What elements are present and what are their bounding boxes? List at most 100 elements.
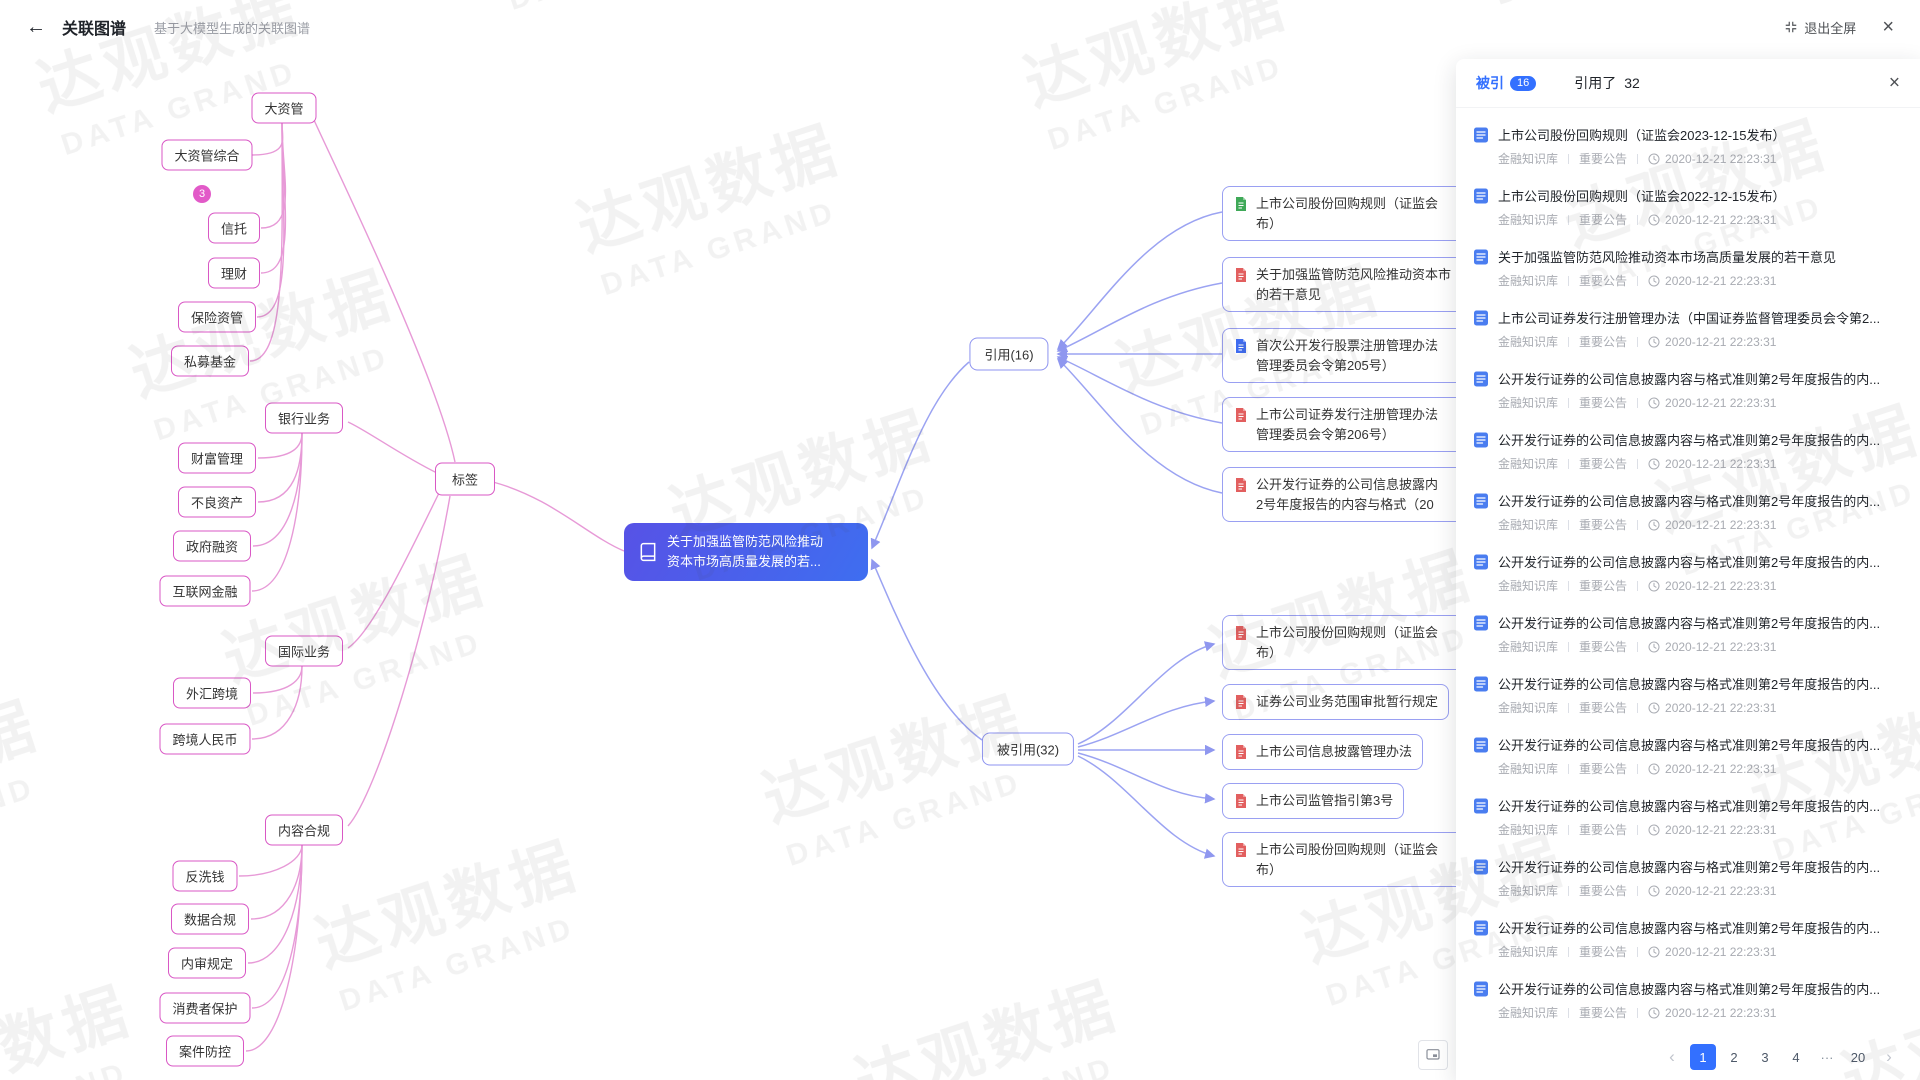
minimap-toggle-button[interactable] (1418, 1040, 1448, 1070)
page-ellipsis[interactable]: ··· (1820, 1049, 1834, 1065)
citation-list-item[interactable]: 公开发行证券的公司信息披露内容与格式准则第2号年度报告的内...金融知识库重要公… (1472, 846, 1902, 907)
tag-node[interactable]: 银行业务 (264, 402, 344, 434)
prev-page-button[interactable]: ‹ (1669, 1047, 1675, 1066)
top-bar: ← 关联图谱 基于大模型生成的关联图谱 退出全屏 × (0, 0, 1920, 54)
center-document-node[interactable]: 关于加强监管防范风险推动 资本市场高质量发展的若... (624, 523, 868, 582)
tag-node[interactable]: 消费者保护 (159, 992, 251, 1024)
tag-node[interactable]: 大资管 (251, 92, 317, 124)
citedby-doc-node[interactable]: 上市公司监管指引第3号 (1222, 783, 1405, 819)
word-doc-icon (1474, 676, 1488, 691)
citation-list-item[interactable]: 公开发行证券的公司信息披露内容与格式准则第2号年度报告的内...金融知识库重要公… (1472, 480, 1902, 541)
clock-icon (1648, 1007, 1660, 1018)
citation-list-item[interactable]: 上市公司证券发行注册管理办法（中国证券监督管理委员会令第2...金融知识库重要公… (1472, 297, 1902, 358)
tab-label: 被引 (1476, 75, 1504, 91)
back-arrow-icon[interactable]: ← (26, 15, 46, 38)
citation-list-item[interactable]: 公开发行证券的公司信息披露内容与格式准则第2号年度报告的内...金融知识库重要公… (1472, 724, 1902, 785)
citation-list-item[interactable]: 公开发行证券的公司信息披露内容与格式准则第2号年度报告的内...金融知识库重要公… (1472, 358, 1902, 419)
timestamp: 2020-12-21 22:23:31 (1665, 944, 1777, 959)
exit-fullscreen-icon (1786, 21, 1797, 33)
citedby-doc-node[interactable]: 证券公司业务范围审批暂行规定 (1222, 684, 1450, 720)
clock-icon (1648, 641, 1660, 652)
tag-node[interactable]: 跨境人民币 (159, 723, 251, 755)
doc-title: 上市公司股份回购规则（证监会2022-12-15发布） (1498, 189, 1786, 204)
doc-tag: 重要公告 (1579, 1006, 1628, 1020)
tab-cited-by[interactable]: 被引 16 (1476, 73, 1537, 93)
kb-source: 金融知识库 (1498, 823, 1559, 837)
doc-title: 上市公司证券发行注册管理办法（中国证券监督管理委员会令第2... (1498, 311, 1881, 326)
doc-title: 公开发行证券的公司信息披露内容与格式准则第2号年度报告的内... (1498, 555, 1881, 570)
citation-list-item[interactable]: 公开发行证券的公司信息披露内容与格式准则第2号年度报告的内...金融知识库重要公… (1472, 541, 1902, 602)
doc-tag: 重要公告 (1579, 579, 1628, 593)
hub-tags[interactable]: 标签 (434, 462, 496, 496)
tag-node[interactable]: 理财 (207, 257, 261, 289)
document-icon (1236, 408, 1246, 422)
timestamp: 2020-12-21 22:23:31 (1665, 639, 1777, 654)
tag-node[interactable]: 政府融资 (172, 530, 252, 562)
tag-node[interactable]: 不良资产 (177, 486, 257, 518)
word-doc-icon (1474, 371, 1488, 386)
doc-title: 公开发行证券的公司信息披露内容与格式准则第2号年度报告的内... (1498, 738, 1881, 753)
document-icon (1236, 626, 1246, 640)
page-button[interactable]: 3 (1761, 1049, 1769, 1065)
timestamp: 2020-12-21 22:23:31 (1665, 1005, 1777, 1020)
panel-close-icon[interactable]: × (1888, 72, 1900, 94)
citation-list-item[interactable]: 公开发行证券的公司信息披露内容与格式准则第2号年度报告的内...金融知识库重要公… (1472, 785, 1902, 846)
center-node-title: 关于加强监管防范风险推动 资本市场高质量发展的若... (667, 534, 824, 570)
tag-node[interactable]: 保险资管 (177, 301, 257, 333)
document-icon (1236, 478, 1246, 492)
close-icon[interactable]: × (1882, 16, 1894, 38)
next-page-button[interactable]: › (1886, 1047, 1892, 1066)
cited-count-badge: 16 (1510, 75, 1537, 91)
tag-node[interactable]: 私募基金 (170, 345, 250, 377)
document-icon (1236, 339, 1246, 353)
page-subtitle: 基于大模型生成的关联图谱 (154, 20, 311, 36)
citation-list-item[interactable]: 公开发行证券的公司信息披露内容与格式准则第2号年度报告的内...金融知识库重要公… (1472, 419, 1902, 480)
kb-source: 金融知识库 (1498, 518, 1559, 532)
page-title: 关联图谱 (62, 21, 127, 38)
clock-icon (1648, 824, 1660, 835)
tag-node[interactable]: 国际业务 (264, 635, 344, 667)
tag-count-badge[interactable]: 3 (193, 185, 211, 203)
clock-icon (1648, 214, 1660, 225)
tag-node[interactable]: 外汇跨境 (172, 677, 252, 709)
word-doc-icon (1474, 859, 1488, 874)
tag-node[interactable]: 数据合规 (170, 903, 250, 935)
kb-source: 金融知识库 (1498, 1006, 1559, 1020)
clock-icon (1648, 580, 1660, 591)
doc-title: 公开发行证券的公司信息披露内容与格式准则第2号年度报告的内... (1498, 494, 1881, 509)
document-icon (1236, 843, 1246, 857)
hub-cited[interactable]: 引用(16) (969, 337, 1049, 371)
word-doc-icon (1474, 432, 1488, 447)
doc-title: 公开发行证券的公司信息披露内容与格式准则第2号年度报告的内... (1498, 433, 1881, 448)
citation-list-item[interactable]: 公开发行证券的公司信息披露内容与格式准则第2号年度报告的内...金融知识库重要公… (1472, 907, 1902, 968)
citation-list-item[interactable]: 公开发行证券的公司信息披露内容与格式准则第2号年度报告的内... 金融知识库 重要公… (1472, 968, 1902, 1029)
tag-node[interactable]: 信托 (207, 212, 261, 244)
page-button[interactable]: 20 (1850, 1049, 1866, 1065)
exit-fullscreen-label: 退出全屏 (1804, 20, 1857, 36)
doc-title: 公开发行证券的公司信息披露内容与格式准则第2号年度报告的内... (1498, 372, 1881, 387)
tag-node[interactable]: 案件防控 (165, 1035, 245, 1067)
tag-node[interactable]: 反洗钱 (172, 860, 238, 892)
tag-node[interactable]: 内容合规 (264, 814, 344, 846)
page-button[interactable]: 1 (1690, 1044, 1716, 1070)
doc-tag: 重要公告 (1579, 640, 1628, 654)
citation-list-item[interactable]: 公开发行证券的公司信息披露内容与格式准则第2号年度报告的内...金融知识库重要公… (1472, 663, 1902, 724)
tag-node[interactable]: 财富管理 (177, 442, 257, 474)
exit-fullscreen-button[interactable]: 退出全屏 (1784, 18, 1856, 37)
word-doc-icon (1474, 981, 1488, 996)
tag-node[interactable]: 内审规定 (167, 947, 247, 979)
hub-cited-by[interactable]: 被引用(32) (981, 732, 1075, 766)
citation-list-item[interactable]: 公开发行证券的公司信息披露内容与格式准则第2号年度报告的内...金融知识库重要公… (1472, 602, 1902, 663)
tag-node[interactable]: 大资管综合 (161, 139, 253, 171)
citedby-doc-node[interactable]: 上市公司信息披露管理办法 (1222, 734, 1424, 770)
doc-title: 公开发行证券的公司信息披露内容与格式准则第2号年度报告的内... (1498, 982, 1881, 997)
page-button[interactable]: 2 (1730, 1049, 1738, 1065)
kb-source: 金融知识库 (1498, 945, 1559, 959)
tab-cites[interactable]: 引用了 32 (1574, 73, 1640, 93)
tag-node[interactable]: 互联网金融 (159, 575, 251, 607)
page-button[interactable]: 4 (1792, 1049, 1800, 1065)
